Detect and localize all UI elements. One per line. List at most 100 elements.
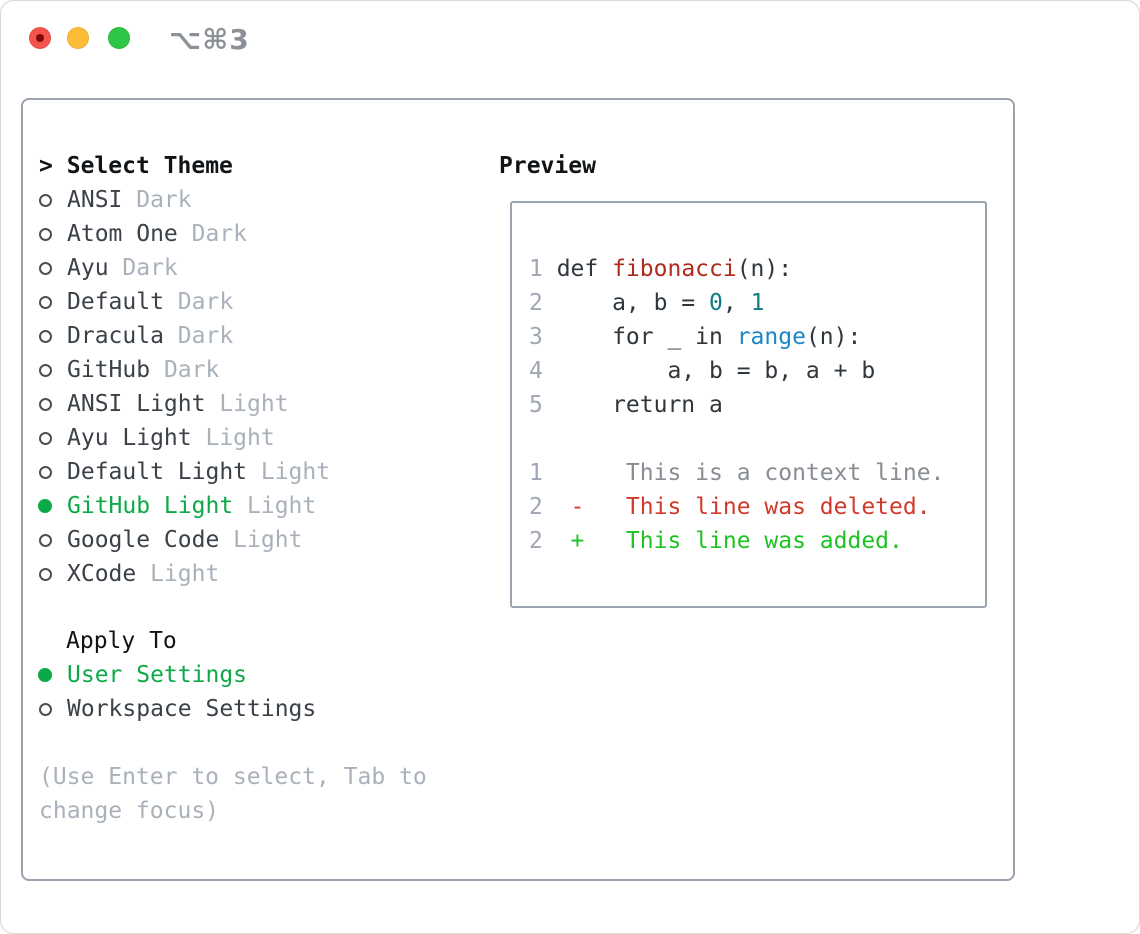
code-line: 1 This is a context line. — [529, 456, 985, 490]
line-number: 1 — [529, 460, 543, 486]
hint-line: (Use Enter to select, Tab to — [39, 764, 427, 790]
theme-option[interactable]: XCode Light — [38, 557, 330, 591]
theme-variant-label: Light — [233, 493, 317, 519]
theme-variant-label: Light — [205, 391, 289, 417]
theme-option-label: Ayu — [67, 255, 109, 281]
theme-option-label: Default — [67, 289, 164, 315]
code-token: - This line was deleted. — [556, 494, 931, 520]
line-number: 2 — [529, 494, 543, 520]
minimize-button[interactable] — [67, 27, 89, 49]
radio-icon — [39, 329, 52, 343]
code-line: 3 for _ in range(n): — [529, 320, 985, 354]
code-token: , — [722, 290, 751, 316]
radio-icon — [39, 567, 52, 581]
code-token: def — [556, 256, 613, 282]
radio-icon — [39, 465, 52, 479]
code-token: a, b = b, a + b — [556, 358, 876, 384]
preview-title: Preview — [499, 153, 596, 179]
line-number: 3 — [529, 324, 543, 350]
select-theme-title: > Select Theme — [39, 149, 233, 183]
theme-variant-label: Light — [191, 425, 275, 451]
code-line: 5 return a — [529, 388, 985, 422]
window-shortcut-label: ⌥⌘3 — [169, 23, 250, 56]
line-number: 1 — [529, 256, 543, 282]
line-number: 2 — [529, 528, 543, 554]
radio-selected-icon — [38, 499, 52, 513]
theme-variant-label: Dark — [150, 357, 220, 383]
cursor-indicator: > — [39, 153, 53, 179]
code-token: range — [736, 324, 806, 350]
theme-option-label: ANSI Light — [67, 391, 206, 417]
radio-icon — [39, 363, 52, 377]
radio-icon — [39, 227, 52, 241]
theme-option-label: Default Light — [67, 459, 248, 485]
theme-option[interactable]: Default Dark — [38, 285, 330, 319]
theme-option[interactable]: Ayu Dark — [38, 251, 330, 285]
apply-to-option-label: Workspace Settings — [67, 696, 317, 722]
theme-option[interactable]: Atom One Dark — [38, 217, 330, 251]
theme-option[interactable]: Google Code Light — [38, 523, 330, 557]
code-token: a, b = — [556, 290, 710, 316]
theme-option-label: GitHub — [67, 357, 151, 383]
line-number: 2 — [529, 290, 543, 316]
select-theme-title-label: Select Theme — [66, 153, 233, 179]
radio-selected-icon — [38, 668, 52, 682]
close-button[interactable] — [29, 27, 51, 49]
radio-icon — [39, 397, 52, 411]
theme-variant-label: Dark — [163, 323, 234, 349]
code-token: fibonacci — [612, 256, 737, 282]
code-token: + This line was added. — [556, 528, 903, 554]
theme-option[interactable]: Ayu Light Light — [38, 421, 330, 455]
code-line: 2 a, b = 0, 1 — [529, 286, 985, 320]
code-token: for _ in — [556, 324, 737, 350]
theme-option-label: Google Code — [67, 527, 220, 553]
theme-option[interactable]: GitHub Dark — [38, 353, 330, 387]
theme-variant-label: Light — [219, 527, 303, 553]
theme-option-label: GitHub Light — [67, 493, 234, 519]
theme-option[interactable]: ANSI Light Light — [38, 387, 330, 421]
radio-icon — [39, 702, 52, 716]
line-number: 4 — [529, 358, 543, 384]
code-line: 4 a, b = b, a + b — [529, 354, 985, 388]
unsaved-indicator-icon — [36, 34, 44, 42]
line-number: 5 — [529, 392, 543, 418]
code-token: 1 — [750, 290, 765, 316]
code-line — [529, 422, 985, 456]
radio-icon — [39, 295, 52, 309]
code-token: (n): — [736, 256, 793, 282]
theme-variant-label: Dark — [163, 289, 234, 315]
code-token: This is a context line. — [556, 460, 945, 486]
theme-option[interactable]: GitHub Light Light — [38, 489, 330, 523]
theme-option[interactable]: ANSI Dark — [38, 183, 330, 217]
code-token: 0 — [709, 290, 723, 316]
radio-icon — [39, 261, 52, 275]
theme-option-label: Ayu Light — [67, 425, 192, 451]
code-line: 1 def fibonacci(n): — [529, 252, 985, 286]
theme-option-label: XCode — [67, 561, 137, 587]
select-theme-title-text — [53, 153, 67, 179]
code-token: (n): — [805, 324, 862, 350]
theme-variant-label: Dark — [177, 221, 248, 247]
hint-text: (Use Enter to select, Tab to change focus… — [39, 760, 427, 828]
theme-variant-label: Light — [136, 561, 220, 587]
code-line: 2 - This line was deleted. — [529, 490, 985, 524]
zoom-button[interactable] — [108, 27, 130, 49]
theme-variant-label: Light — [247, 459, 331, 485]
theme-variant-label: Dark — [108, 255, 178, 281]
apply-to-option[interactable]: User Settings — [38, 658, 316, 692]
radio-icon — [39, 193, 52, 207]
theme-variant-label: Dark — [122, 187, 192, 213]
theme-option[interactable]: Dracula Dark — [38, 319, 330, 353]
code-line: 2 + This line was added. — [529, 524, 985, 558]
titlebar: ⌥⌘3 — [1, 1, 1139, 75]
hint-line: change focus) — [39, 798, 220, 824]
theme-option[interactable]: Default Light Light — [38, 455, 330, 489]
apply-to-title: Apply To — [66, 628, 177, 654]
apply-to-option-label: User Settings — [67, 662, 248, 688]
apply-to-option[interactable]: Workspace Settings — [38, 692, 316, 726]
